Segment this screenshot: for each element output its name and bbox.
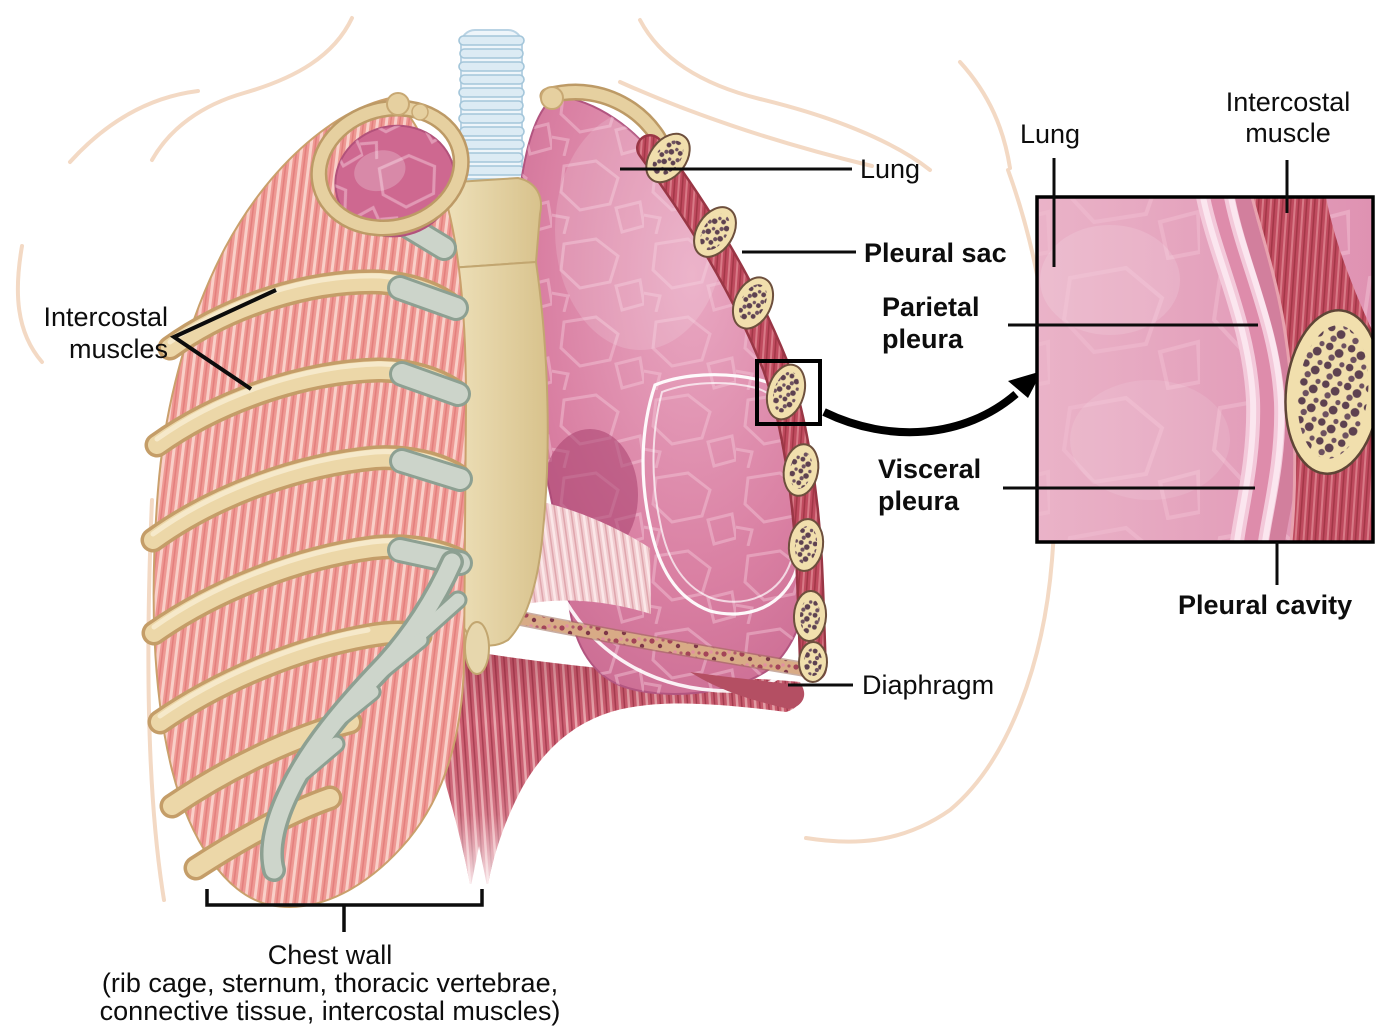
label-lung: Lung bbox=[860, 154, 921, 184]
label-intercostal-muscles-line1: Intercostal bbox=[43, 302, 168, 332]
inset-label-lung: Lung bbox=[1020, 119, 1081, 149]
costal-margin bbox=[260, 550, 468, 882]
inset-label-intercostal-muscle-line1: Intercostal bbox=[1225, 87, 1351, 117]
left-first-rib bbox=[310, 92, 470, 237]
label-intercostal-muscles-line2: muscles bbox=[68, 334, 168, 364]
inset-pleural-cavity bbox=[1199, 197, 1284, 542]
intercostal-muscles-pointer bbox=[169, 288, 277, 391]
arrowhead bbox=[1008, 371, 1042, 398]
body-outline bbox=[15, 16, 1058, 902]
label-visceral-pleura-line2: pleura bbox=[878, 486, 960, 516]
label-chest-wall-line3: connective tissue, intercostal muscles) bbox=[99, 996, 561, 1026]
label-parietal-pleura-line2: pleura bbox=[882, 324, 964, 354]
diaphragm-upper-slip bbox=[512, 496, 651, 614]
rib-band bbox=[636, 132, 829, 683]
label-chest-wall-line1: Chest wall bbox=[267, 940, 393, 970]
diaphragm bbox=[398, 636, 803, 886]
label-diaphragm: Diaphragm bbox=[862, 670, 995, 700]
diaphragm-right-tip bbox=[690, 672, 805, 709]
chest-wall-bracket bbox=[205, 889, 484, 932]
inset-border bbox=[1035, 195, 1375, 544]
label-chest-wall-line2: (rib cage, sternum, thoracic vertebrae, bbox=[101, 968, 559, 998]
inset-label-pleural-cavity: Pleural cavity bbox=[1178, 590, 1353, 620]
label-chest-wall: Chest wall(rib cage, sternum, thoracic v… bbox=[80, 941, 580, 1025]
inset-label-intercostal-muscle-line2: muscle bbox=[1245, 118, 1331, 148]
label-pleural-sac: Pleural sac bbox=[864, 238, 1007, 268]
magnified-region-box bbox=[755, 359, 822, 426]
xiphoid-process bbox=[464, 621, 490, 675]
inset-rib bbox=[1284, 309, 1373, 475]
label-parietal-pleura-line1: Parietal bbox=[882, 292, 980, 322]
label-visceral-pleura-line1: Visceral bbox=[878, 454, 982, 484]
rib-cross-sections bbox=[645, 132, 829, 683]
magnifier-arrow bbox=[822, 371, 1042, 437]
inset-detail bbox=[1035, 195, 1375, 544]
rib-cage bbox=[140, 92, 473, 908]
pointer-lines bbox=[169, 158, 1289, 932]
